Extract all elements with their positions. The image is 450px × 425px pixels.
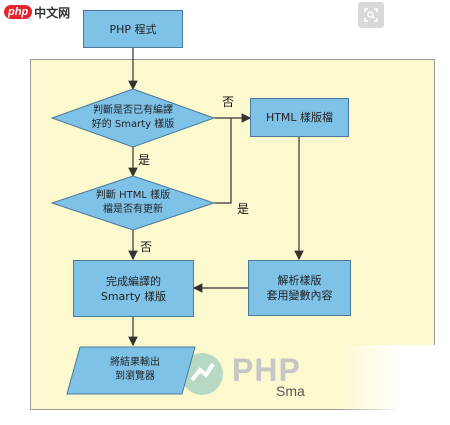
site-logo[interactable]: php 中文网	[4, 2, 70, 22]
node-output-browser: 將結果輸出 到瀏覽器	[110, 357, 160, 382]
output-shape	[66, 346, 196, 395]
watermark-logo	[181, 353, 223, 395]
node-html-template: HTML 樣版檔	[250, 98, 349, 137]
watermark-text: PHP	[232, 352, 301, 388]
node-compiled-template: 完成編譯的 Smarty 樣版	[73, 260, 194, 317]
logo-text: 中文网	[34, 5, 71, 20]
decision-compiled-exists: 判斷是否已有編譯 好的 Smarty 樣版	[91, 105, 175, 130]
watermark-subtext: Sma	[276, 383, 305, 399]
node-php-program: PHP 程式	[83, 10, 183, 48]
decision-template-updated: 判斷 HTML 樣版 檔是否有更新	[95, 190, 171, 215]
arrow-cond2-to-template	[214, 118, 232, 204]
label-yes-2: 是	[237, 202, 250, 216]
label-yes-1: 是	[138, 153, 151, 167]
decision-template-updated-shape	[50, 175, 216, 231]
logo-mark: php	[4, 5, 33, 19]
corner-fade	[335, 345, 450, 425]
image-search-button[interactable]	[358, 2, 384, 28]
node-parse-template: 解析樣版 套用變數內容	[248, 260, 351, 316]
decision-compiled-exists-shape	[50, 88, 216, 148]
label-no-1: 否	[222, 95, 235, 109]
search-icon	[364, 8, 378, 22]
label-no-2: 否	[140, 240, 153, 254]
